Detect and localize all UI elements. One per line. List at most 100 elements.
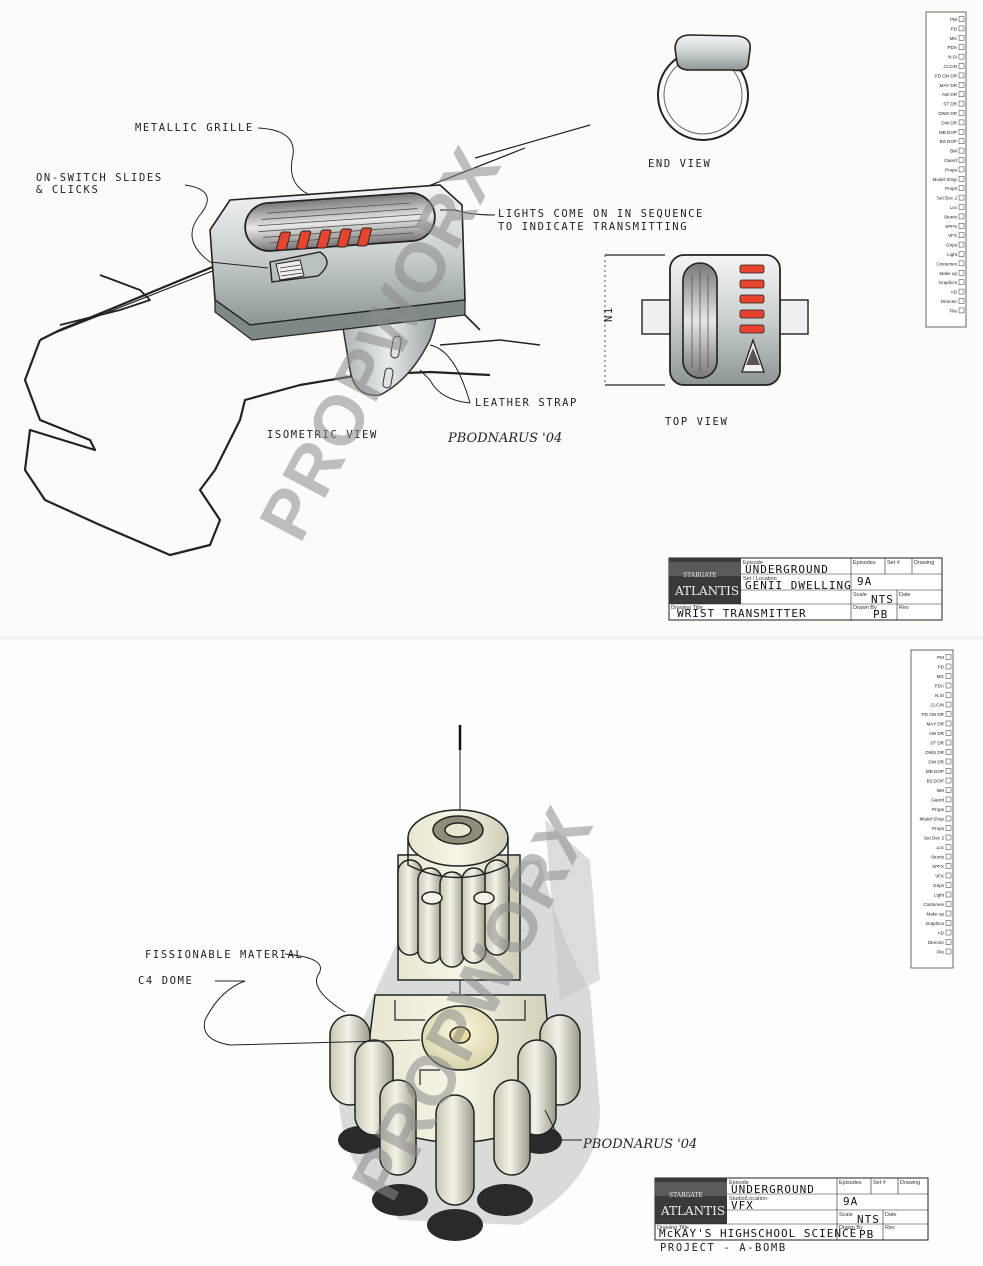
checklist-checkbox[interactable] xyxy=(945,929,952,936)
checklist-checkbox[interactable] xyxy=(958,53,965,60)
checklist-checkbox[interactable] xyxy=(958,307,965,314)
checklist-checkbox[interactable] xyxy=(958,260,965,267)
checklist-checkbox[interactable] xyxy=(958,185,965,191)
checklist-checkbox[interactable] xyxy=(945,758,952,765)
checklist-checkbox[interactable] xyxy=(958,35,965,41)
checklist-checkbox[interactable] xyxy=(958,204,965,210)
checklist-checkbox[interactable] xyxy=(958,16,965,22)
checklist-checkbox[interactable] xyxy=(958,25,965,32)
checklist-checkbox[interactable] xyxy=(958,147,965,154)
checklist-checkbox[interactable] xyxy=(945,853,952,860)
checklist-checkbox[interactable] xyxy=(958,232,965,238)
checklist-checkbox[interactable] xyxy=(945,863,952,869)
checklist-item-label: Graphics xyxy=(939,280,958,285)
checklist-checkbox[interactable] xyxy=(945,739,952,746)
artist-signature: PBODNARUS '04 xyxy=(447,431,562,446)
checklist-checkbox[interactable] xyxy=(958,213,965,220)
checklist-item-label: DWS DR xyxy=(938,111,957,116)
checklist-checkbox[interactable] xyxy=(958,44,965,50)
checklist-checkbox[interactable] xyxy=(958,100,965,107)
checklist-checkbox[interactable] xyxy=(958,176,965,182)
episode-label-2: Episode xyxy=(729,1180,749,1186)
drawn-by-label: Drawn By xyxy=(853,605,877,611)
checklist-checkbox[interactable] xyxy=(945,711,952,717)
checklist-checkbox[interactable] xyxy=(958,279,965,285)
checklist-checkbox[interactable] xyxy=(958,194,965,201)
logo-atlantis: ATLANTIS xyxy=(674,584,739,598)
checklist-checkbox[interactable] xyxy=(958,298,965,304)
drawing-number-label-2: Drawing xyxy=(900,1180,920,1186)
top-view-drawing xyxy=(604,254,809,386)
checklist-item-label: Grips xyxy=(946,243,958,248)
checklist-checkbox[interactable] xyxy=(945,844,952,850)
checklist-checkbox[interactable] xyxy=(945,948,952,955)
checklist-checkbox[interactable] xyxy=(945,663,952,670)
checklist-checkbox[interactable] xyxy=(958,129,965,135)
date-label-2: Date xyxy=(885,1212,897,1218)
checklist-checkbox[interactable] xyxy=(945,910,952,917)
checklist-checkbox[interactable] xyxy=(945,730,952,736)
logo-atlantis-2: ATLANTIS xyxy=(660,1204,725,1218)
checklist-checkbox[interactable] xyxy=(945,806,952,812)
checklist-checkbox[interactable] xyxy=(958,241,965,248)
checklist-checkbox[interactable] xyxy=(958,119,965,126)
checklist-checkbox[interactable] xyxy=(958,110,965,116)
drawn-by-value-2: PB xyxy=(859,1228,874,1241)
checklist-item-label: AW DR xyxy=(929,731,945,736)
checklist-checkbox[interactable] xyxy=(945,673,952,679)
checklist-checkbox[interactable] xyxy=(958,223,965,229)
checklist-checkbox[interactable] xyxy=(958,270,965,276)
logo-stargate: STARGATE xyxy=(683,572,717,579)
checklist-checkbox[interactable] xyxy=(958,251,965,257)
rev-label-2: Rev xyxy=(885,1225,895,1231)
checklist-checkbox[interactable] xyxy=(945,787,952,793)
drawing-title-value-2: McKAY'S HIGHSCHOOL SCIENCE xyxy=(659,1227,857,1240)
checklist-checkbox[interactable] xyxy=(945,834,952,841)
checklist-checkbox[interactable] xyxy=(958,72,965,79)
checklist-item-label: VFX xyxy=(935,874,944,879)
checklist-checkbox[interactable] xyxy=(945,749,952,755)
checklist-checkbox[interactable] xyxy=(958,63,965,69)
label-fissionable-material: FISSIONABLE MATERIAL xyxy=(145,949,303,961)
dimension-label: N1 xyxy=(603,306,615,322)
checklist-checkbox[interactable] xyxy=(945,768,952,774)
checklist-checkbox[interactable] xyxy=(945,654,952,660)
checklist-item-label: Props xyxy=(932,807,945,812)
checklist-checkbox[interactable] xyxy=(945,815,952,822)
checklist-item-label: PDA xyxy=(935,684,945,689)
checklist-checkbox[interactable] xyxy=(945,872,952,879)
checklist-checkbox[interactable] xyxy=(945,920,952,926)
checklist-checkbox[interactable] xyxy=(945,825,952,831)
checklist-checkbox[interactable] xyxy=(958,91,965,97)
scale-label-2: Scale xyxy=(839,1212,853,1218)
checklist-checkbox[interactable] xyxy=(945,939,952,945)
label-leather-strap: LEATHER STRAP xyxy=(475,397,578,409)
checklist-checkbox[interactable] xyxy=(958,166,965,173)
checklist-checkbox[interactable] xyxy=(945,901,952,907)
checklist-item-label: SPFX xyxy=(945,224,957,229)
checklist-checkbox[interactable] xyxy=(958,288,965,295)
checklist-item-label: Gaerd xyxy=(944,158,957,163)
episodes-value: 9A xyxy=(857,575,872,588)
checklist-checkbox[interactable] xyxy=(945,891,952,898)
label-end-view: END VIEW xyxy=(648,158,711,170)
checklist-checkbox[interactable] xyxy=(958,138,965,144)
checklist-item-label: Props xyxy=(932,826,945,831)
date-label: Date xyxy=(899,592,911,598)
label-lights-line2: TO INDICATE TRANSMITTING xyxy=(498,221,688,233)
checklist-checkbox[interactable] xyxy=(945,720,952,727)
checklist-checkbox[interactable] xyxy=(945,701,952,708)
checklist-checkbox[interactable] xyxy=(945,777,952,784)
checklist-checkbox[interactable] xyxy=(945,692,952,698)
episode-label: Episode xyxy=(743,560,763,566)
scale-value-2: NTS xyxy=(857,1213,880,1226)
checklist-checkbox[interactable] xyxy=(945,882,952,888)
checklist-item-label: Make up xyxy=(926,912,944,917)
lower-assembly xyxy=(329,994,581,1206)
checklist-checkbox[interactable] xyxy=(945,796,952,803)
checklist-item-label: PM xyxy=(937,655,944,660)
checklist-checkbox[interactable] xyxy=(958,157,965,163)
checklist-checkbox[interactable] xyxy=(945,682,952,689)
checklist-checkbox[interactable] xyxy=(958,82,965,88)
scale-value: NTS xyxy=(871,593,894,606)
